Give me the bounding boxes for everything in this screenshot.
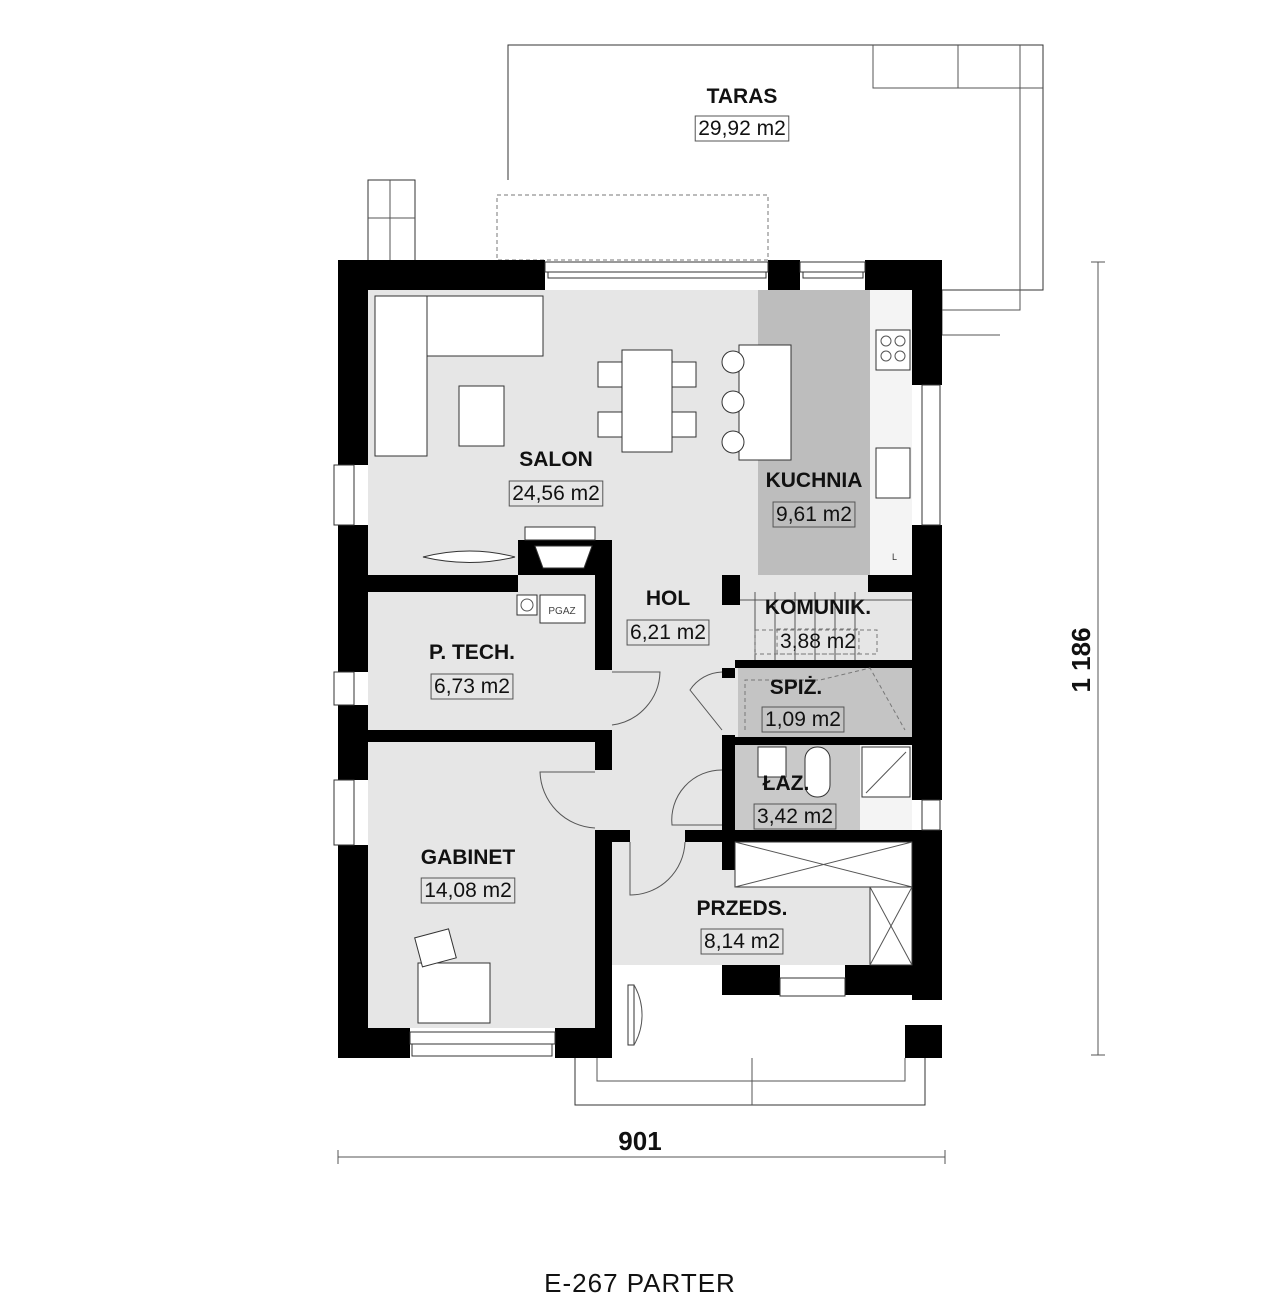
toilet-icon xyxy=(804,746,831,798)
boiler-label: PGAZ xyxy=(548,606,575,617)
sink-icon xyxy=(875,447,911,499)
room-area-gabinet: 14,08 m2 xyxy=(424,879,512,902)
area-label-box xyxy=(430,673,514,700)
room-area-spiz: 1,09 m2 xyxy=(765,708,841,731)
area-label-box xyxy=(700,928,784,955)
area-label-box xyxy=(420,877,516,904)
chair xyxy=(414,928,457,968)
room-area-salon: 24,56 m2 xyxy=(512,482,600,505)
dining-table xyxy=(621,349,673,453)
kitchen-island xyxy=(738,344,792,461)
room-area-przeds: 8,14 m2 xyxy=(704,930,780,953)
area-label-box xyxy=(753,803,837,830)
boiler-icon xyxy=(516,594,538,616)
dimension-width: 901 xyxy=(337,1126,946,1164)
room-name-taras: TARAS xyxy=(707,85,778,108)
fireplace xyxy=(524,526,596,541)
room-area-ptech: 6,73 m2 xyxy=(434,675,510,698)
area-label-box xyxy=(626,619,710,646)
bath-fill xyxy=(735,745,860,830)
room-area-laz: 3,42 m2 xyxy=(757,805,833,828)
room-area-hol: 6,21 m2 xyxy=(630,621,706,644)
coffee-table xyxy=(458,385,505,447)
area-label-box xyxy=(776,628,860,655)
terrace-outline xyxy=(367,44,1044,336)
room-labels: TARAS 29,92 m2 SALON 24,56 m2 KUCHNIA 9,… xyxy=(420,85,871,955)
furniture: L PGAZ xyxy=(374,295,913,1024)
area-label-box xyxy=(761,706,845,733)
room-area-komunik: 3,88 m2 xyxy=(780,630,856,653)
stairs xyxy=(740,592,912,731)
cooktop-icon xyxy=(875,329,911,371)
washbasin-icon xyxy=(757,746,787,778)
desk xyxy=(417,962,491,1024)
room-name-spiz: SPIŻ. xyxy=(770,676,823,699)
windows xyxy=(333,261,941,1057)
dimension-height: 1 186 xyxy=(1066,261,1105,1056)
room-name-komunik: KOMUNIK. xyxy=(765,596,871,619)
room-name-kuchnia: KUCHNIA xyxy=(766,469,863,492)
doors xyxy=(539,671,723,896)
entrance-steps xyxy=(574,984,926,1106)
width-dimension-label: 901 xyxy=(618,1126,661,1156)
room-name-salon: SALON xyxy=(519,448,593,471)
room-name-gabinet: GABINET xyxy=(421,846,516,869)
room-name-ptech: P. TECH. xyxy=(429,641,515,664)
plan-title: E-267 PARTER xyxy=(544,1268,736,1298)
room-name-hol: HOL xyxy=(646,587,691,610)
room-area-kuchnia: 9,61 m2 xyxy=(776,503,852,526)
fridge-label: L xyxy=(892,552,897,562)
tv xyxy=(422,550,516,563)
room-area-taras: 29,92 m2 xyxy=(698,117,786,140)
area-label-box xyxy=(694,115,790,142)
room-name-laz: ŁAZ. xyxy=(763,772,810,795)
height-dimension-label: 1 186 xyxy=(1066,627,1096,692)
area-label-box xyxy=(508,480,604,507)
walls xyxy=(338,260,942,1058)
area-label-box xyxy=(772,501,856,528)
room-name-przeds: PRZEDS. xyxy=(696,897,787,920)
